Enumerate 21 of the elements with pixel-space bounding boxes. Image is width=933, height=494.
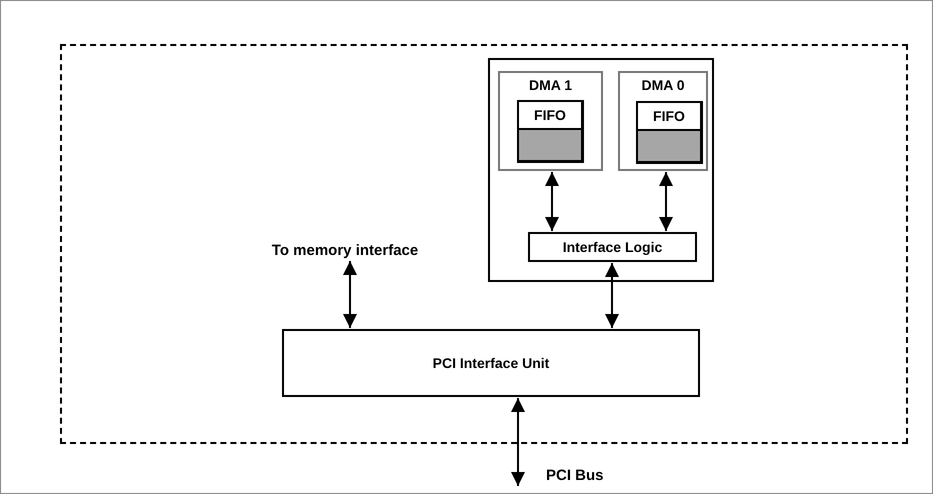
node-label: Interface Logic [562,238,662,257]
bidirectional-arrow [659,172,673,231]
fifo-box [636,101,703,164]
port-label: To memory interface [250,240,440,260]
node-label: DMA 1 [528,76,574,95]
node-label: DMA 0 [640,76,686,95]
bidirectional-arrow [511,398,525,486]
dma-channel-box [498,71,603,171]
dashed-boundary-box [60,44,908,444]
node-label: PCI Interface Unit [432,354,550,372]
node-label: FIFO [652,107,686,126]
node-label: FIFO [533,106,567,125]
fifo-box [517,100,584,163]
dma-channel-box [618,71,708,171]
process-box [282,329,700,397]
group-box [488,58,714,282]
bidirectional-arrow [545,172,559,231]
bidirectional-arrow [605,263,619,328]
bidirectional-arrow [343,261,357,328]
process-box [528,232,697,262]
bus-label: PCI Bus [546,466,604,486]
